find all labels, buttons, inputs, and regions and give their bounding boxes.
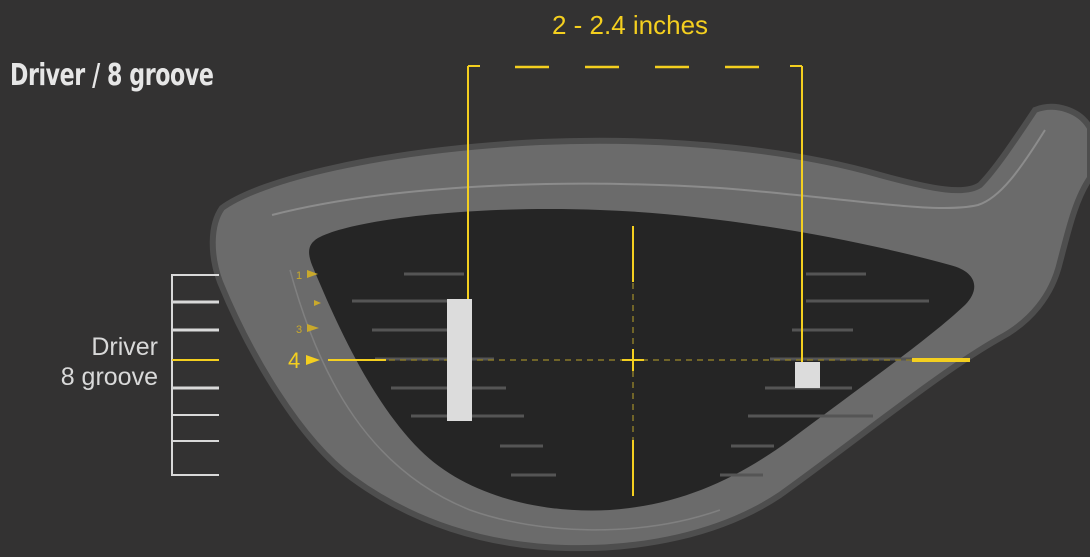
- impact-bar-heel: [447, 299, 472, 421]
- hosel-highlight: [271, 129, 1046, 216]
- level-arrow-4-icon: [306, 355, 320, 365]
- level-marker-4: 4: [288, 348, 300, 373]
- impact-bar-toe: [795, 362, 820, 388]
- side-label-line2: 8 groove: [60, 363, 158, 391]
- level-arrow-2-icon: [314, 300, 321, 306]
- level-arrow-1-icon: [307, 270, 318, 278]
- page-title: Driver / 8 groove: [10, 58, 214, 93]
- dimension-label: 2 - 2.4 inches: [551, 10, 709, 40]
- side-label-line1: Driver: [91, 333, 158, 361]
- groove-ruler: [171, 274, 219, 476]
- level-marker-1: 1: [296, 270, 302, 282]
- level-marker-3: 3: [296, 324, 302, 336]
- level-markers: 1 3 4: [288, 270, 321, 373]
- dimension-bracket: [467, 65, 803, 362]
- crosshair-icon: [622, 349, 644, 371]
- side-label: Driver 8 groove: [61, 332, 158, 392]
- level-arrow-3-icon: [307, 324, 319, 332]
- sole-highlight: [289, 269, 721, 531]
